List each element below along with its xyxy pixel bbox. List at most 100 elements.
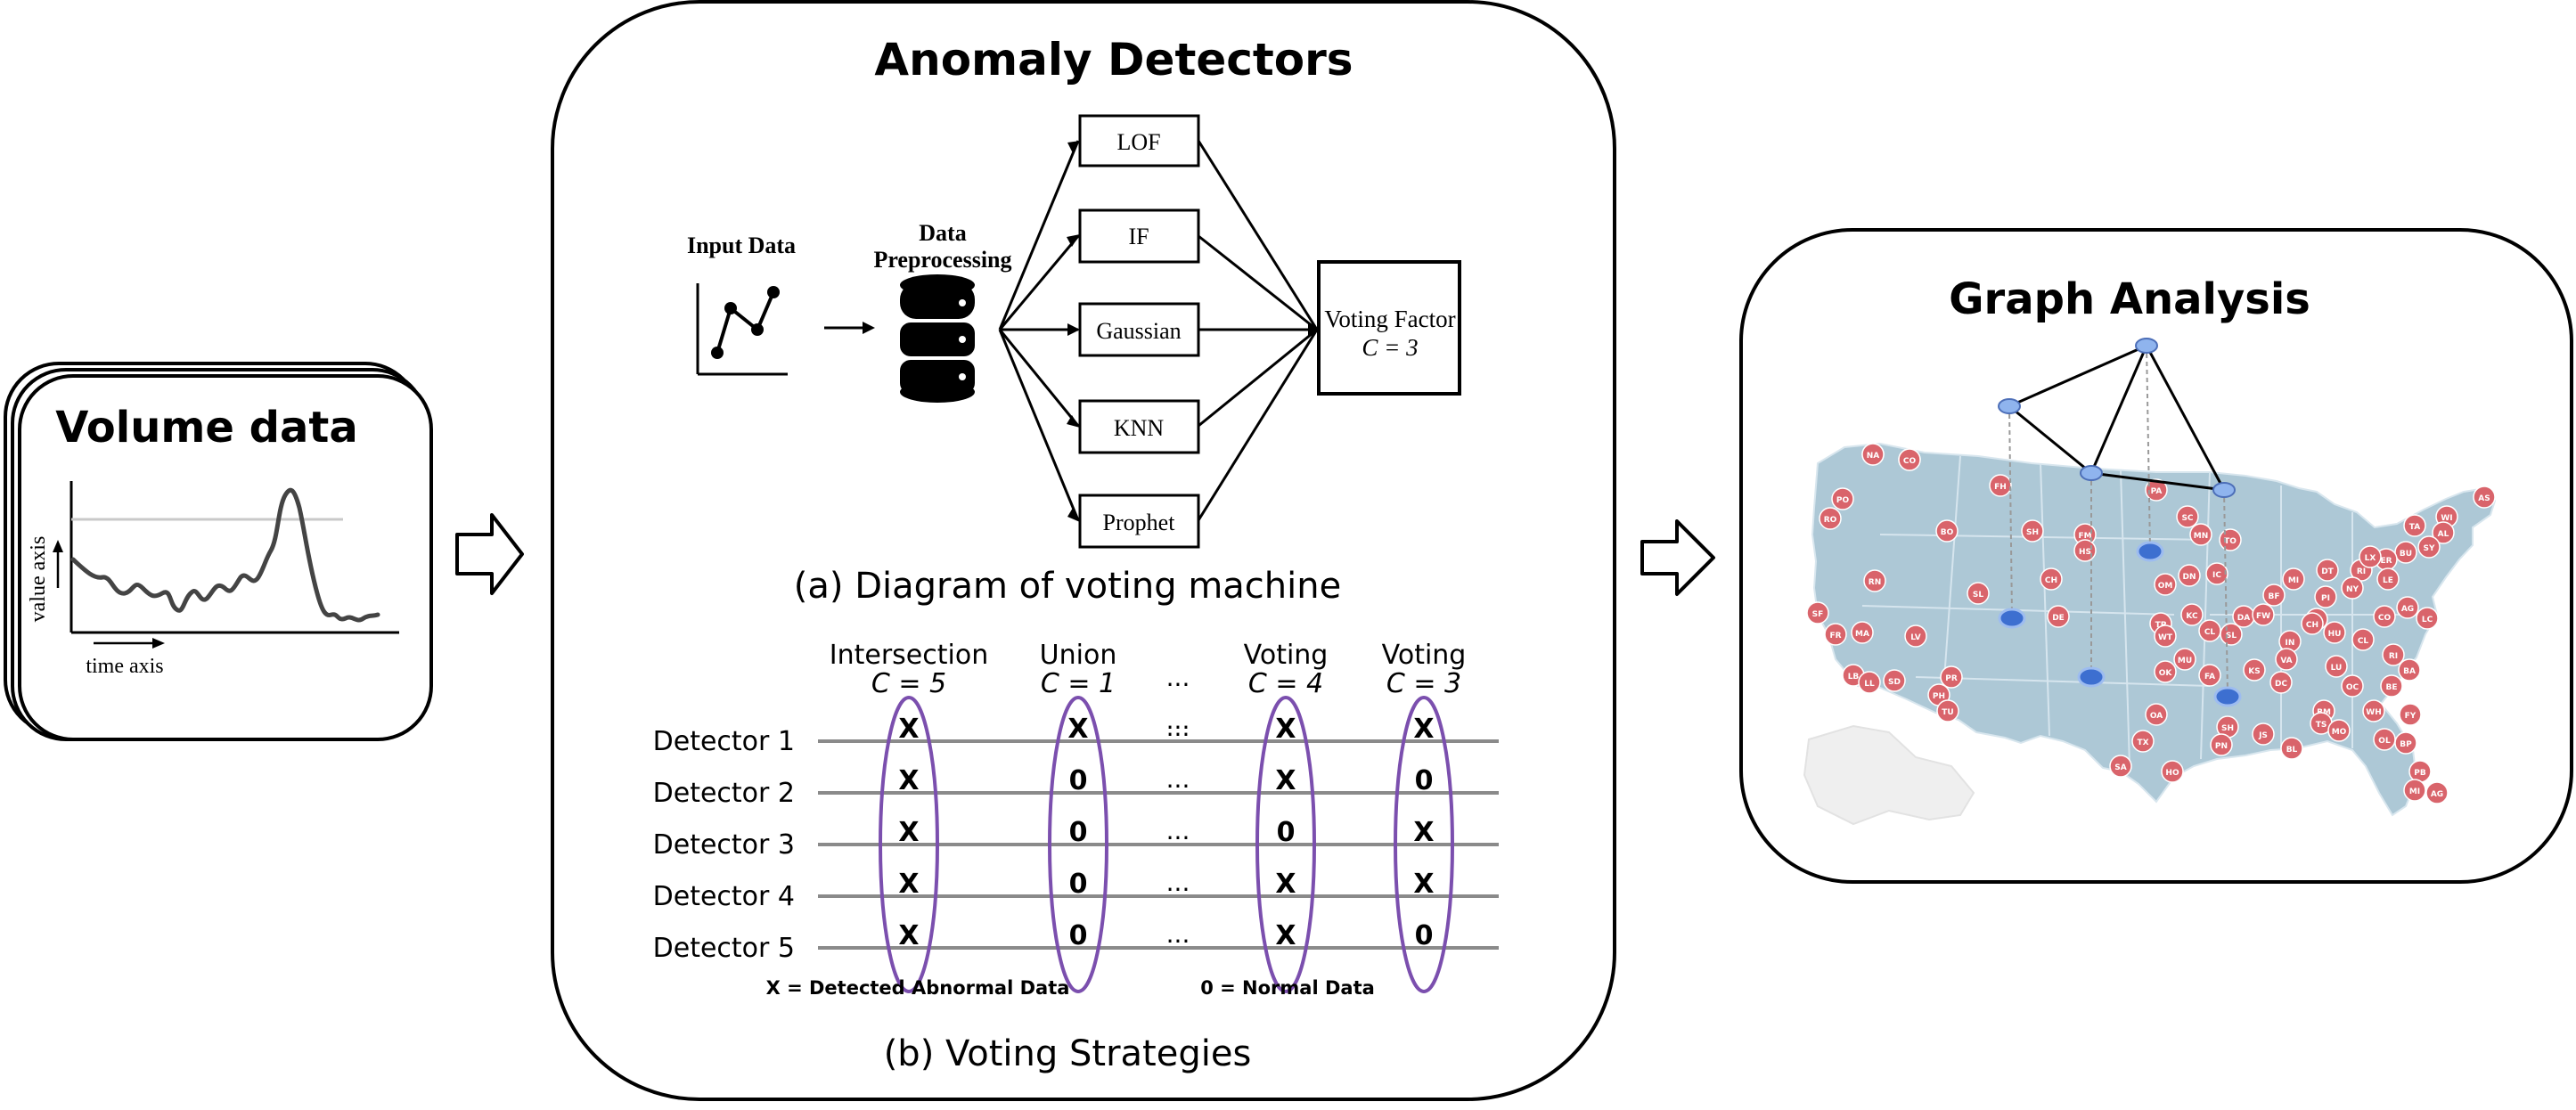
city-marker: AG [2425,781,2449,804]
city-marker-label: JS [2258,731,2268,740]
city-marker: SF [1806,601,1829,624]
city-marker-label: LX [2365,554,2376,563]
city-marker: FH [1989,474,2012,497]
city-marker-label: LU [2331,664,2343,673]
graph-nodes [1998,338,2236,498]
graph-edges [2008,344,2226,492]
preprocessing-label-2: Preprocessing [873,247,1011,273]
city-marker-label: OK [2159,669,2173,678]
city-marker: AG [2396,596,2419,619]
city-marker: BO [1935,519,1959,543]
time-axis-label: time axis [86,655,163,678]
volume-data-panel: Volume data value axis time axis [4,362,433,741]
graph-analysis-panel: Graph Analysis SESPPOROFHBOSHFMHSSCMNPAT… [1739,228,2573,884]
city-marker: AS [2473,486,2496,509]
city-marker: LU [2325,655,2348,678]
detector-row-label: Detector 4 [653,881,795,912]
input-to-preprocess-arrow-head [863,322,875,334]
ellipsis-text: ... [1166,868,1190,897]
city-marker-label: KS [2248,667,2260,676]
city-marker: DC [2269,671,2293,694]
city-marker-label: BE [2385,683,2397,692]
city-marker-label: FM [2078,532,2091,541]
strategy-c-value: C = 3 [1386,668,1461,699]
city-marker: CL [2198,619,2221,642]
city-marker-label: PN [2215,742,2228,751]
city-marker-label: DN [2182,573,2196,582]
city-marker: MI [2282,567,2305,591]
city-marker: BE [2380,674,2403,698]
detector-label-lof: LOF [1116,129,1160,155]
strategy-name: Voting [1382,640,1467,671]
city-marker-label: MU [2178,657,2192,665]
city-marker-label: PA [2151,487,2163,496]
city-marker-label: AG [2431,790,2443,799]
city-marker-label: SF [1812,610,1824,619]
vote-mark: 0 [1277,817,1296,848]
vote-mark: X [898,765,919,796]
city-marker-label: RN [1869,578,1881,587]
projected-node [1998,608,2026,629]
city-marker: BP [2394,731,2417,755]
vote-mark: X [1275,920,1296,951]
city-marker-label: PH [1933,692,1945,701]
city-marker: SL [1967,582,1990,605]
graph-node [2212,482,2236,498]
city-marker-label: KC [2186,612,2198,621]
city-marker-label: LV [1910,633,1920,642]
city-marker: LL [1858,671,1881,694]
city-marker: HO [2161,760,2184,783]
city-marker: MU [2173,648,2196,671]
city-marker: OC [2341,674,2364,698]
city-marker-label: FW [2256,612,2270,621]
city-marker-label: TA [2409,523,2420,532]
table-background [646,625,1501,1000]
city-marker-label: RI [2357,567,2366,576]
city-marker-label: BL [2286,746,2298,755]
city-marker: PN [2210,733,2233,756]
vote-mark: X [1067,714,1088,745]
city-marker-label: AL [2438,530,2449,539]
strategy-ellipse [879,696,939,993]
city-marker-label: TX [2137,739,2148,747]
detector-box-gaussian: Gaussian [1078,302,1200,357]
city-marker: KC [2180,603,2204,626]
city-marker: KS [2243,658,2266,682]
caption-voting-machine: (a) Diagram of voting machine [794,566,1341,607]
city-marker-label: NA [1867,452,1880,461]
volume-data-title: Volume data [55,403,358,453]
input-chart-icon [696,283,788,376]
alaska-shape [1803,724,1975,826]
city-marker: WH [2362,699,2385,722]
city-marker: DE [2047,605,2070,628]
city-marker: RI [2382,643,2405,666]
city-marker-label: FY [2405,712,2417,721]
city-marker: OL [2373,728,2396,751]
city-marker-label: BU [2400,550,2412,559]
city-marker-label: SL [1973,591,1983,600]
ellipsis-text: ... [1166,919,1190,949]
converge-arrow-head [1308,323,1321,336]
ellipsis-header: ... [1166,663,1190,692]
city-marker: SD [1883,669,1906,692]
city-marker: WT [2154,624,2177,648]
detector-row-label: Detector 2 [653,778,795,809]
city-marker-label: AG [2401,605,2414,614]
ellipsis-text: ... [1166,706,1190,735]
city-marker-label: SH [2026,528,2039,537]
flow-arrow-2 [1640,519,1715,596]
legend-abnormal: X = Detected Abnormal Data [766,977,1070,999]
vote-mark: X [898,817,919,848]
detector-row-label: Detector 1 [653,726,795,757]
city-marker-label: BF [2268,592,2279,601]
value-axis-label: value axis [27,536,50,623]
strategy-ellipse [1048,696,1108,993]
vote-mark: X [1275,714,1296,745]
fanout-arrow-heads [1067,141,1080,522]
detector-box-lof: LOF [1078,114,1200,167]
city-marker: SY [2417,535,2441,559]
city-marker-label: MA [1855,630,1869,639]
city-marker: TO [2219,528,2242,551]
city-marker: CL [2351,628,2375,651]
